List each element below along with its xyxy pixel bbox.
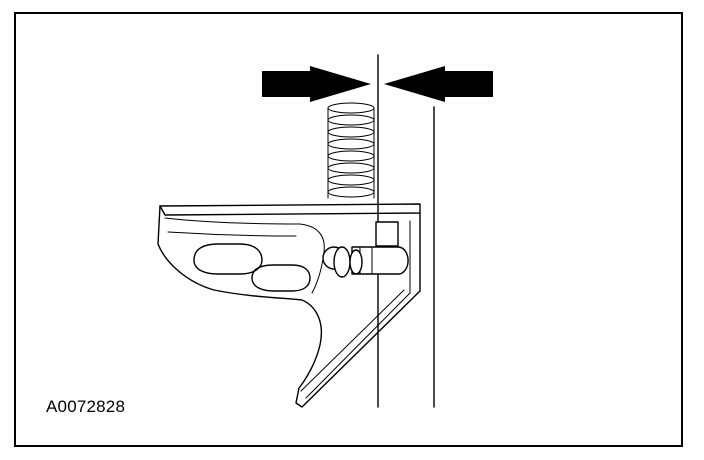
figure-border <box>14 12 683 447</box>
bracket-body <box>157 203 421 408</box>
coil-spring <box>327 102 375 199</box>
figure-code-label: A0072828 <box>46 397 126 416</box>
left-arrow-icon <box>262 66 371 102</box>
right-arrow-icon <box>384 66 493 102</box>
